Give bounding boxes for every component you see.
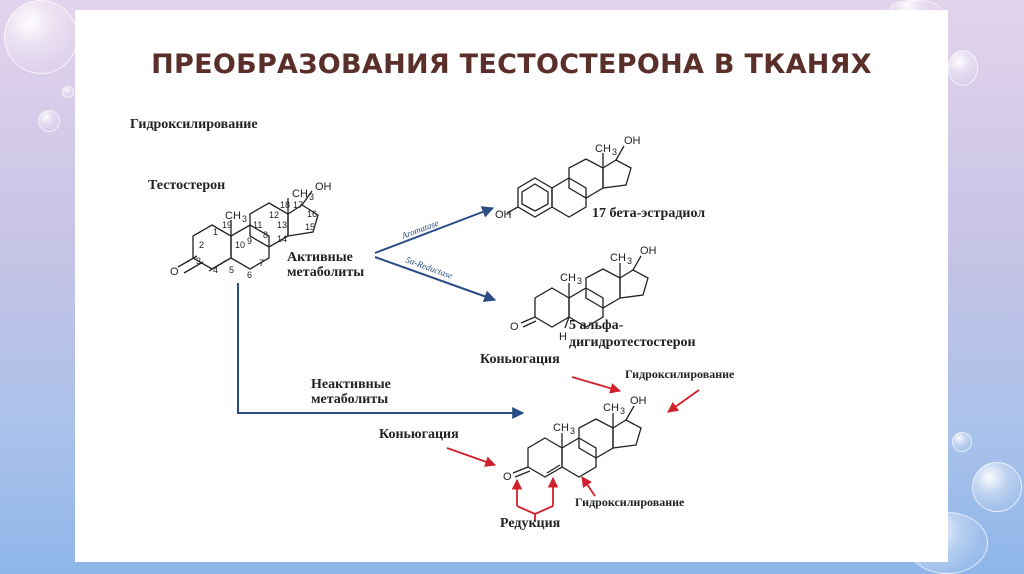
- dht-structure: [520, 255, 649, 329]
- inactive-metabolites-label: Неактивные метаболиты: [311, 377, 391, 407]
- svg-text:13: 13: [277, 220, 287, 230]
- slide-title-text: ПРЕОБРАЗОВАНИЯ ТЕСТОСТЕРОНА В ТКАНЯХ: [151, 49, 872, 80]
- bubble-decoration: [948, 50, 978, 86]
- inactive-metabolite-structure: [512, 405, 642, 478]
- hydroxylation-top-label: Гидроксилирование: [130, 117, 258, 132]
- aromatase-label: Aromatase: [399, 218, 440, 242]
- hydroxylation-label-3: Гидроксилирование: [575, 495, 685, 509]
- svg-text:OH: OH: [630, 395, 647, 407]
- bubble-decoration: [952, 432, 972, 452]
- svg-text:OH: OH: [624, 135, 641, 147]
- svg-text:17: 17: [293, 200, 303, 210]
- svg-text:2: 2: [199, 240, 204, 250]
- svg-text:3: 3: [577, 276, 582, 286]
- svg-text:CH: CH: [595, 143, 611, 155]
- svg-text:CH: CH: [292, 188, 308, 200]
- active-metabolites-label: Активные метаболиты: [287, 250, 365, 280]
- modification-arrows: [446, 376, 700, 522]
- svg-text:12: 12: [269, 210, 279, 220]
- inactive-arrow: [237, 283, 525, 419]
- reaction-arrows: [237, 206, 525, 419]
- svg-text:3: 3: [309, 192, 314, 202]
- svg-text:1: 1: [213, 227, 218, 237]
- reduction-label: Редукция: [500, 516, 561, 531]
- svg-text:3: 3: [570, 426, 575, 436]
- svg-text:CH: CH: [553, 422, 569, 434]
- bubble-decoration: [38, 110, 60, 132]
- bubble-decoration: [4, 0, 78, 74]
- estradiol-structure: [506, 145, 632, 218]
- svg-text:OH: OH: [640, 245, 657, 257]
- dht-label: 5 альфа- дигидротестостерон: [569, 318, 696, 350]
- slide-card: ПРЕОБРАЗОВАНИЯ ТЕСТОСТЕРОНА В ТКАНЯХ: [75, 10, 948, 562]
- svg-text:4: 4: [213, 265, 218, 275]
- svg-text:3: 3: [620, 406, 625, 416]
- svg-text:CH: CH: [225, 210, 241, 222]
- svg-text:5: 5: [229, 265, 234, 275]
- hydroxylation-label-2: Гидроксилирование: [625, 367, 735, 381]
- svg-text:O: O: [510, 321, 519, 333]
- svg-text:3: 3: [242, 214, 247, 224]
- bubble-decoration: [972, 462, 1022, 512]
- svg-text:OH: OH: [315, 181, 332, 193]
- svg-text:OH: OH: [495, 209, 512, 221]
- svg-text:7: 7: [259, 258, 264, 268]
- svg-text:CH: CH: [603, 402, 619, 414]
- svg-text:11: 11: [253, 220, 262, 230]
- svg-text:16: 16: [307, 209, 317, 219]
- conjugation-label-2: Коньюгация: [379, 427, 459, 442]
- reductase-arrow: [374, 256, 497, 303]
- svg-text:O: O: [503, 471, 512, 483]
- slide-title: ПРЕОБРАЗОВАНИЯ ТЕСТОСТЕРОНА В ТКАНЯХ: [75, 48, 948, 82]
- aromatase-arrow: [374, 206, 495, 254]
- svg-text:8: 8: [263, 230, 268, 240]
- testosterone-structure: [177, 190, 319, 274]
- svg-text:18: 18: [280, 200, 290, 210]
- svg-text:15: 15: [305, 222, 315, 232]
- svg-text:H: H: [559, 331, 567, 343]
- ring-numbers: 1 2 3 4 5 6 7 8 9 10 11 12 13 14 15 16 1…: [196, 200, 317, 280]
- steroid-diagram: 1 2 3 4 5 6 7 8 9 10 11 12 13 14 15 16 1…: [170, 135, 700, 522]
- svg-text:19: 19: [222, 220, 232, 230]
- bubble-decoration: [62, 86, 74, 98]
- svg-text:14: 14: [277, 234, 287, 244]
- svg-text:10: 10: [235, 240, 245, 250]
- svg-text:3: 3: [196, 256, 201, 266]
- svg-text:3: 3: [612, 147, 617, 157]
- conjugation-label-1: Коньюгация: [480, 352, 560, 367]
- svg-text:3: 3: [627, 256, 632, 266]
- svg-text:CH: CH: [560, 272, 576, 284]
- svg-text:O: O: [170, 266, 179, 278]
- svg-text:6: 6: [247, 270, 252, 280]
- svg-text:9: 9: [247, 236, 252, 246]
- estradiol-label: 17 бета-эстрадиол: [592, 206, 706, 221]
- svg-text:CH: CH: [610, 252, 626, 264]
- testosterone-label: Тестостерон: [148, 178, 226, 193]
